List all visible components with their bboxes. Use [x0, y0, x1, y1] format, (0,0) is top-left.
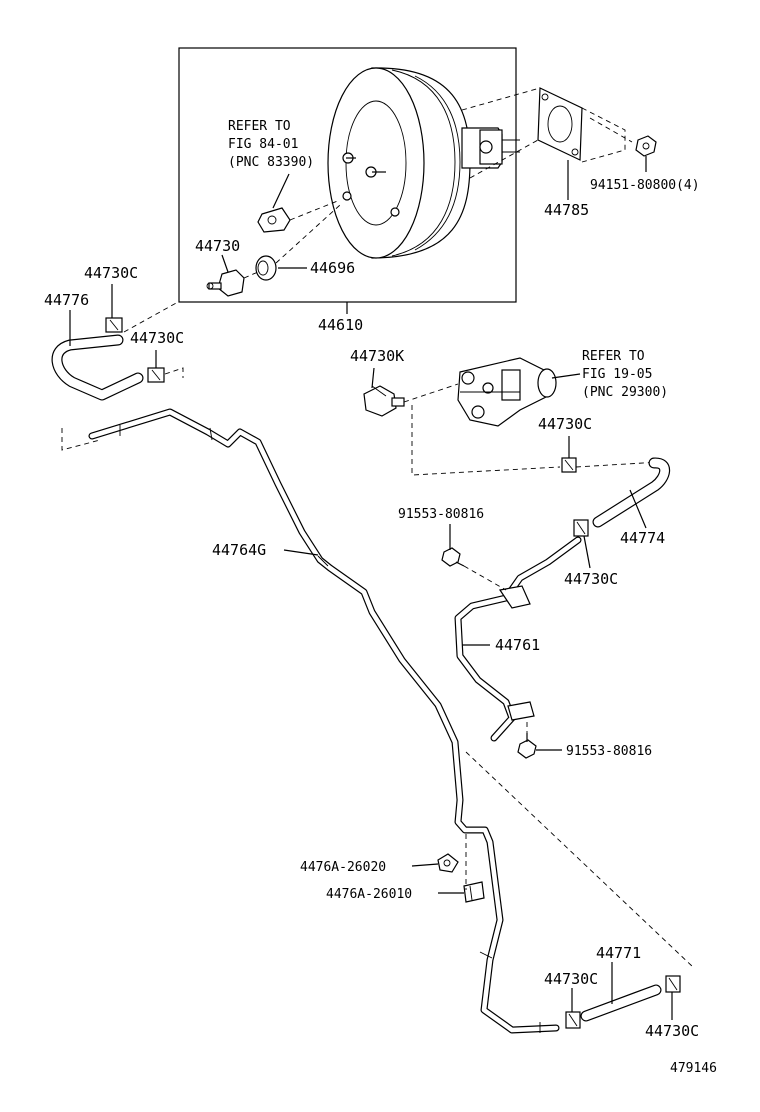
label-91553-80816-bottom: 91553-80816 [566, 744, 652, 759]
ref2-line1: REFER TO [582, 349, 645, 364]
label-4476a-26010: 4476A-26010 [326, 887, 412, 902]
label-91553-80816-top: 91553-80816 [398, 507, 484, 522]
label-44730c-top: 44730C [84, 264, 138, 282]
bolt-91553-bottom [517, 733, 537, 759]
label-44730c-bot-left: 44730C [544, 970, 598, 988]
clamp-44730c-top [105, 317, 123, 333]
ref1-line2: FIG 84-01 [228, 137, 298, 152]
bolt-91553-top [441, 547, 465, 567]
label-4476a-26020: 4476A-26020 [300, 860, 386, 875]
label-44764g: 44764G [212, 541, 266, 559]
clamp-44730c-mid [147, 367, 165, 383]
label-44776: 44776 [44, 291, 89, 309]
label-44771: 44771 [596, 944, 641, 962]
union-44730k [363, 385, 405, 417]
clamp-4476a-26020 [437, 853, 459, 873]
label-44730c-bot-right: 44730C [645, 1022, 699, 1040]
pipe-44761 [454, 536, 582, 742]
label-44761: 44761 [495, 636, 540, 654]
label-44774: 44774 [620, 529, 665, 547]
pipe-44764g [88, 408, 560, 1034]
hose-44771 [580, 984, 662, 1022]
hose-44776 [51, 334, 144, 401]
label-44730: 44730 [195, 237, 240, 255]
label-44610: 44610 [318, 316, 363, 334]
connector-fig84 [257, 207, 291, 233]
label-44730c-mid: 44730C [130, 329, 184, 347]
check-valve-44730 [206, 269, 245, 297]
grommet-44696 [255, 255, 277, 281]
label-44730c-right2: 44730C [564, 570, 618, 588]
clamp-4476a-26010 [463, 881, 485, 903]
ref1-line3: (PNC 83390) [228, 155, 314, 170]
label-44785: 44785 [544, 201, 589, 219]
figure-number: 479146 [670, 1061, 717, 1076]
part-labels: 44610 44730 44696 44785 94151-80800(4) 4… [44, 178, 700, 1040]
ref1-line1: REFER TO [228, 119, 291, 134]
ref2-line2: FIG 19-05 [582, 367, 652, 382]
hose-44774 [592, 457, 671, 528]
brake-booster [327, 67, 520, 259]
vacuum-pump [457, 357, 557, 427]
label-94151-80800: 94151-80800(4) [590, 178, 700, 193]
clamp-44730c-bot-right [665, 975, 681, 993]
label-44696: 44696 [310, 259, 355, 277]
refer-to-fig-84-01: REFER TO FIG 84-01 (PNC 83390) [228, 119, 314, 170]
clamp-44730c-bot-left [565, 1011, 581, 1029]
gasket-44785 [537, 87, 583, 161]
clamp-44730c-right2 [573, 519, 589, 537]
label-44730c-right: 44730C [538, 415, 592, 433]
clamp-44730c-right [561, 457, 577, 473]
leader-lines [69, 156, 673, 1020]
ref2-line3: (PNC 29300) [582, 385, 668, 400]
label-44730k: 44730K [350, 347, 404, 365]
nut-94151 [635, 135, 657, 157]
refer-to-fig-19-05: REFER TO FIG 19-05 (PNC 29300) [582, 349, 668, 400]
